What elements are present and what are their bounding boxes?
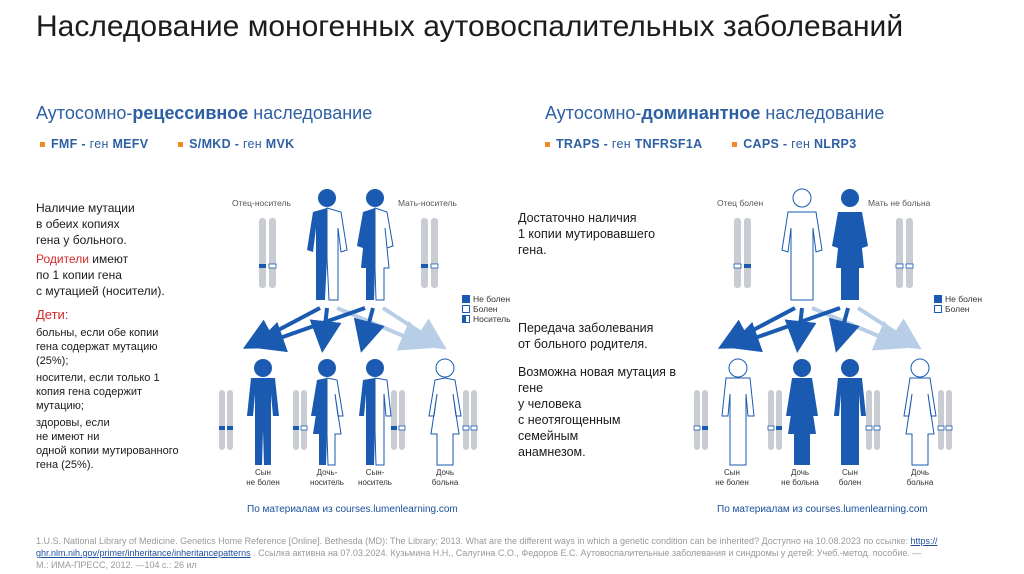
dominant-genes: TRAPS - ген TNFRSF1A CAPS - ген NLRP3 [545,137,882,151]
inheritance-arrows [242,306,447,353]
legend-swatch [462,305,470,313]
legend-swatch [462,295,470,303]
legend-swatch [934,295,942,303]
child-son-figure [721,358,755,466]
child-label: Дочь-носитель [310,468,344,487]
heading-bold: рецессивное [132,103,249,123]
gene-item: CAPS - ген NLRP3 [732,137,856,151]
footnote: 1.U.S. National Library of Medicine. Gen… [36,536,938,570]
inheritance-arrows [717,306,922,353]
heading-part: наследование [248,103,373,123]
father-chromosomes [733,218,751,288]
mother-label: Мать-носитель [398,198,457,208]
heading-part: Аутосомно- [36,103,133,123]
recessive-text: Наличие мутации в обеих копиях гена у бо… [36,201,179,471]
legend-swatch [462,315,470,323]
bullet-icon [40,142,45,148]
child-son-affected-figure [834,359,866,465]
page-title: Наследование моногенных аутовоспалительн… [36,10,904,43]
recessive-source: По материалам из courses.lumenlearning.c… [247,504,458,515]
child-daughter-carrier-figure [311,359,344,466]
children-chromosomes [693,390,953,450]
recessive-genes: FMF - ген MEFV S/MKD - ген MVK [40,137,320,151]
footnote-link[interactable]: ghr.nlm.nih.gov/primer/inheritance/inher… [36,548,251,558]
source-link[interactable]: courses.lumenlearning.com [805,504,928,515]
dominant-source: По материалам из courses.lumenlearning.c… [717,504,928,515]
recessive-pedigree-diagram [219,189,478,466]
mother-figure [357,189,394,301]
mother-label: Мать не больна [868,198,931,208]
bullet-icon [545,142,550,148]
legend-swatch [934,305,942,313]
father-figure [307,189,348,301]
father-label: Отец болен [717,198,764,208]
father-figure [781,188,823,301]
mother-chromosomes [421,218,439,288]
bullet-icon [178,142,184,148]
child-daughter-figure [786,359,818,465]
child-son-carrier-figure [359,359,392,466]
mother-chromosomes [895,218,914,288]
recessive-legend: Не болен Болен Носитель [462,294,511,324]
source-link[interactable]: courses.lumenlearning.com [335,504,458,515]
child-daughter-affected-figure [428,358,462,466]
dominant-heading: Аутосомно-доминантное наследование [545,103,885,123]
gene-item: TRAPS - ген TNFRSF1A [545,137,702,151]
child-label: Сын-носитель [358,468,392,487]
gene-item: S/MKD - ген MVK [178,137,294,151]
bullet-icon [732,142,738,148]
child-daughter-affected-figure [903,358,937,466]
recessive-heading: Аутосомно-рецессивное наследование [36,103,372,124]
mother-figure [832,189,868,300]
father-chromosomes [259,218,277,288]
dominant-pedigree-diagram [693,188,953,466]
child-son-figure [247,359,279,465]
gene-item: FMF - ген MEFV [40,137,148,151]
footnote-link[interactable]: https:// [910,536,938,546]
dominant-text: Достаточно наличия 1 копии мутировавшего… [518,211,677,459]
dominant-legend: Не болен Болен [934,294,982,314]
father-label: Отец-носитель [232,198,291,208]
children-chromosomes [219,390,478,450]
